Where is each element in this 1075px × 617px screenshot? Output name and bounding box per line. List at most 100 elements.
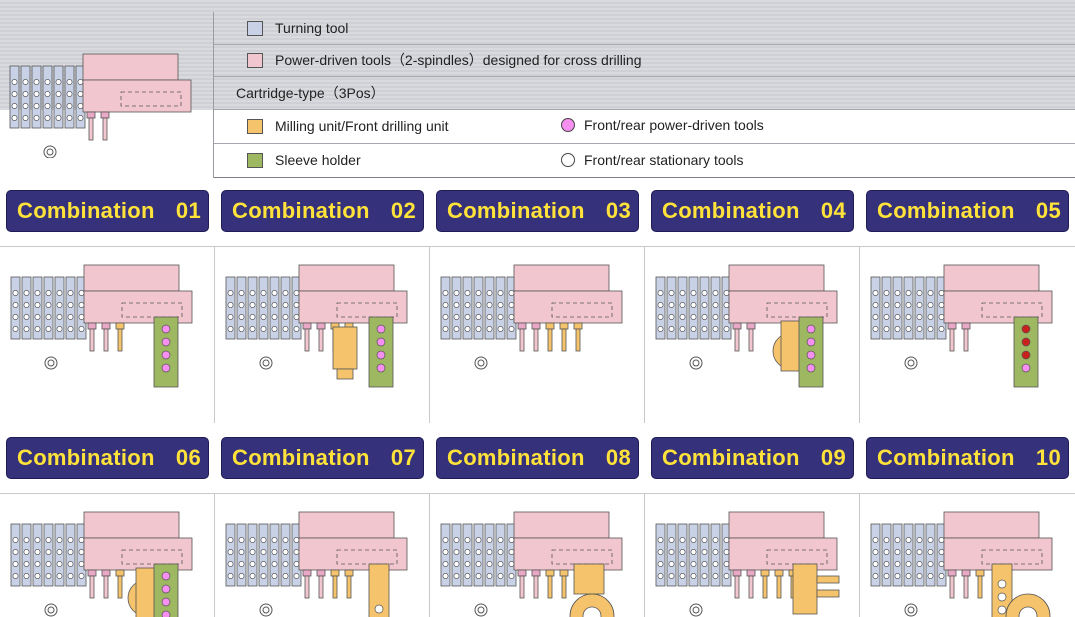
plate-hole [12, 290, 19, 296]
turning-tool-plate [462, 523, 473, 587]
plate-hole [668, 537, 675, 543]
drill-unit-shaft [117, 575, 123, 599]
plate-hole [679, 326, 686, 332]
plate-hole [33, 91, 40, 97]
spindle-shaft [103, 328, 109, 352]
side-drill-unit [792, 563, 818, 615]
power-tool-dot [161, 337, 171, 347]
attachment [330, 563, 390, 617]
plate-hole [442, 326, 449, 332]
plate-hole [271, 537, 278, 543]
combination-diagram [225, 511, 408, 617]
plate-hole [249, 537, 256, 543]
turning-tool-plate [925, 276, 936, 340]
power-driven-block [728, 511, 825, 539]
plate-hole [23, 290, 30, 296]
spindle-shaft [304, 575, 310, 599]
plate-hole [11, 91, 18, 97]
combination-word: Combination [447, 445, 585, 470]
plate-hole [690, 549, 697, 555]
turning-tool-plate [269, 523, 280, 587]
plate-hole [442, 537, 449, 543]
plate-hole [905, 314, 912, 320]
power-tool-dot [806, 337, 816, 347]
turning-tool-plate [699, 523, 710, 587]
power-driven-block-lower [82, 79, 192, 113]
plate-hole [701, 314, 708, 320]
tool-position-symbol-inner [692, 359, 700, 367]
spindle-collar [101, 322, 111, 330]
drill-unit-collar [545, 569, 555, 577]
plate-hole [34, 561, 41, 567]
plate-hole [723, 537, 730, 543]
side-drill-shaft [816, 575, 840, 584]
milling-unit [780, 320, 802, 372]
spindle-shaft [949, 328, 955, 352]
plate-hole [34, 326, 41, 332]
drill-unit-collar [760, 569, 770, 577]
tool-position-symbol [474, 603, 488, 617]
plate-hole [894, 314, 901, 320]
combination-word: Combination [232, 198, 370, 223]
plate-hole [475, 573, 482, 579]
combination-number: 08 [605, 445, 631, 470]
dashed-outline [766, 302, 828, 318]
plate-hole [497, 561, 504, 567]
plate-hole [938, 326, 945, 332]
plate-hole [67, 537, 74, 543]
plate-hole [668, 549, 675, 555]
combination-number: 09 [820, 445, 846, 470]
plate-hole [916, 537, 923, 543]
milling-head-hole [1018, 606, 1038, 617]
plate-hole [22, 115, 29, 121]
plate-hole [894, 326, 901, 332]
plate-hole [442, 549, 449, 555]
plate-hole [293, 573, 300, 579]
plate-hole [238, 302, 245, 308]
plate-hole [271, 561, 278, 567]
plate-hole [271, 549, 278, 555]
column-separator [429, 494, 430, 617]
spindle-shaft [318, 328, 324, 352]
plate-hole [475, 561, 482, 567]
drill-unit-collar [115, 322, 125, 330]
legend-base-tool-diagram [9, 53, 192, 158]
plate-hole [916, 549, 923, 555]
drill-unit-collar [545, 322, 555, 330]
plate-hole [33, 103, 40, 109]
legend-row-power-driven: Power-driven tools（2-spindles）designed f… [214, 44, 642, 76]
tool-position-symbol-inner [262, 606, 270, 614]
spindle-shaft [748, 328, 754, 352]
plate-hole [442, 561, 449, 567]
plate-hole [78, 549, 85, 555]
drill-unit-shaft [547, 328, 553, 352]
power-driven-block [943, 511, 1040, 539]
plate-hole [894, 573, 901, 579]
plate-hole [78, 290, 85, 296]
stationary-dot-icon [561, 153, 575, 167]
plate-hole [938, 573, 945, 579]
plate-hole [56, 314, 63, 320]
attachment [115, 563, 179, 617]
milling-unit [573, 563, 605, 595]
plate-hole [723, 314, 730, 320]
drill-unit-shaft [332, 575, 338, 599]
plate-hole [712, 290, 719, 296]
milling-head-hole [582, 606, 602, 617]
row-separator [0, 493, 1075, 494]
turning-tool-plate [677, 523, 688, 587]
turret-assembly [440, 511, 623, 617]
dashed-outline [120, 91, 182, 107]
plate-hole [453, 561, 460, 567]
plate-hole [227, 326, 234, 332]
plate-hole [938, 537, 945, 543]
legend-row-sleeve: Sleeve holder [214, 144, 361, 176]
spindle-shaft [519, 575, 525, 599]
plate-hole [249, 290, 256, 296]
turning-tool-plate [462, 276, 473, 340]
plate-hole [668, 290, 675, 296]
plate-hole [668, 573, 675, 579]
combination-number: 06 [175, 445, 201, 470]
power-tool-dot [161, 597, 171, 607]
plate-hole [442, 314, 449, 320]
